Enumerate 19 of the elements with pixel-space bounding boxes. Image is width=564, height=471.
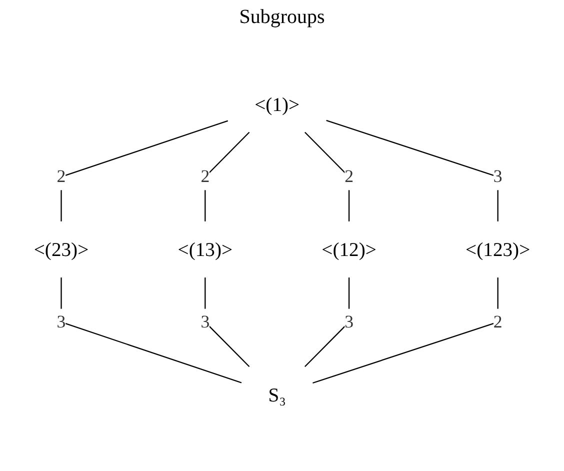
node-text: <(123)> — [466, 238, 530, 261]
edge-label: 2 — [344, 167, 354, 187]
node-text: <(1)> — [254, 93, 300, 116]
node-text: S₃ — [268, 384, 286, 406]
node-text: <(13)> — [178, 238, 233, 261]
edge-label: 3 — [493, 167, 502, 187]
edge-label: 3 — [344, 312, 354, 332]
connector — [326, 120, 498, 222]
node-text: <(23)> — [34, 238, 89, 261]
edge-label: 3 — [56, 312, 66, 332]
edge-label: 2 — [493, 312, 502, 332]
connector — [60, 278, 242, 384]
edge-label: 3 — [200, 312, 210, 332]
edge-label: 2 — [200, 167, 210, 187]
connector — [312, 278, 498, 384]
diagram-title: Subgroups — [238, 5, 326, 30]
connector — [60, 120, 228, 222]
node-text: <(12)> — [322, 238, 376, 261]
edge-label: 2 — [56, 167, 66, 187]
